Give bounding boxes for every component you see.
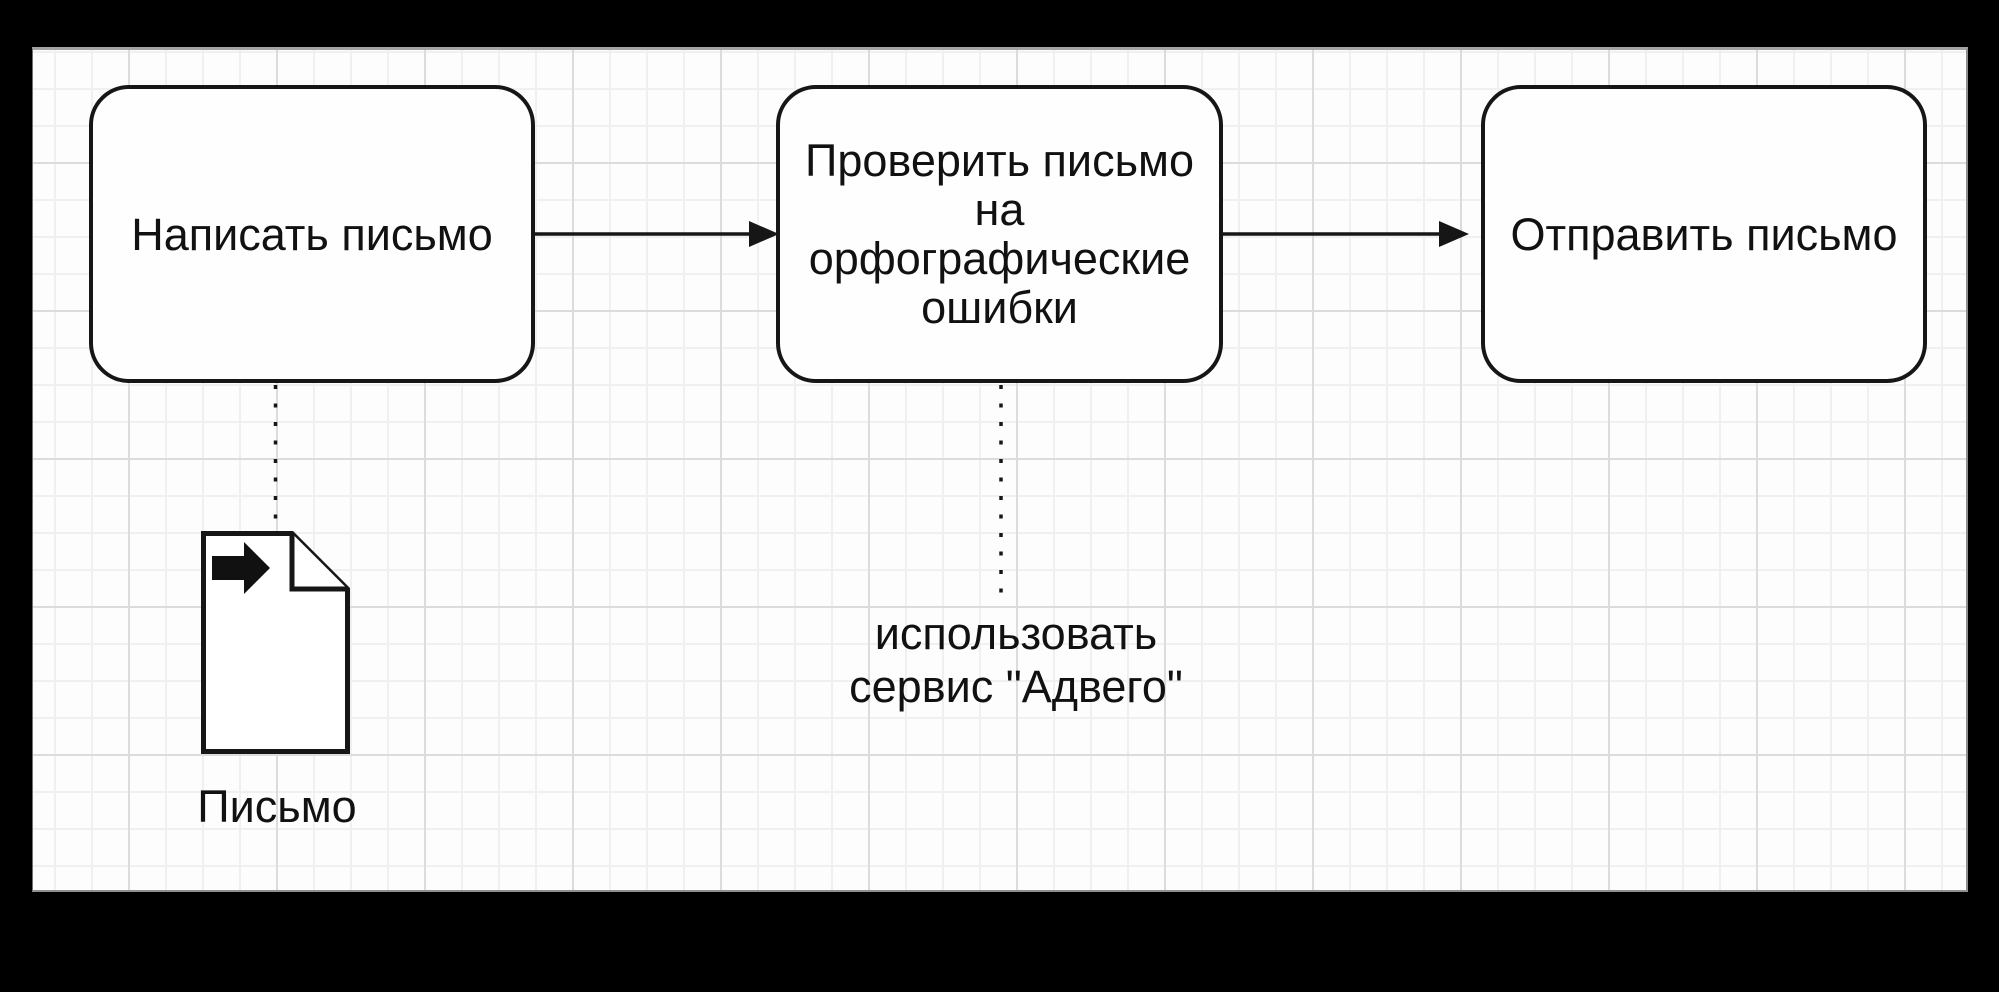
task-node-label: Проверить письмо на орфографические ошиб…: [805, 135, 1194, 333]
task-node-label: Написать письмо: [131, 208, 493, 260]
task-node-write-letter: Написать письмо: [89, 85, 535, 383]
task-node-send-letter: Отправить письмо: [1481, 85, 1927, 383]
advego-annotation-text: использовать сервис "Адвего": [849, 608, 1183, 712]
letter-artifact-label: Письмо: [197, 781, 357, 832]
task-node-label: Отправить письмо: [1510, 208, 1898, 260]
task-node-check-letter: Проверить письмо на орфографические ошиб…: [776, 85, 1223, 383]
